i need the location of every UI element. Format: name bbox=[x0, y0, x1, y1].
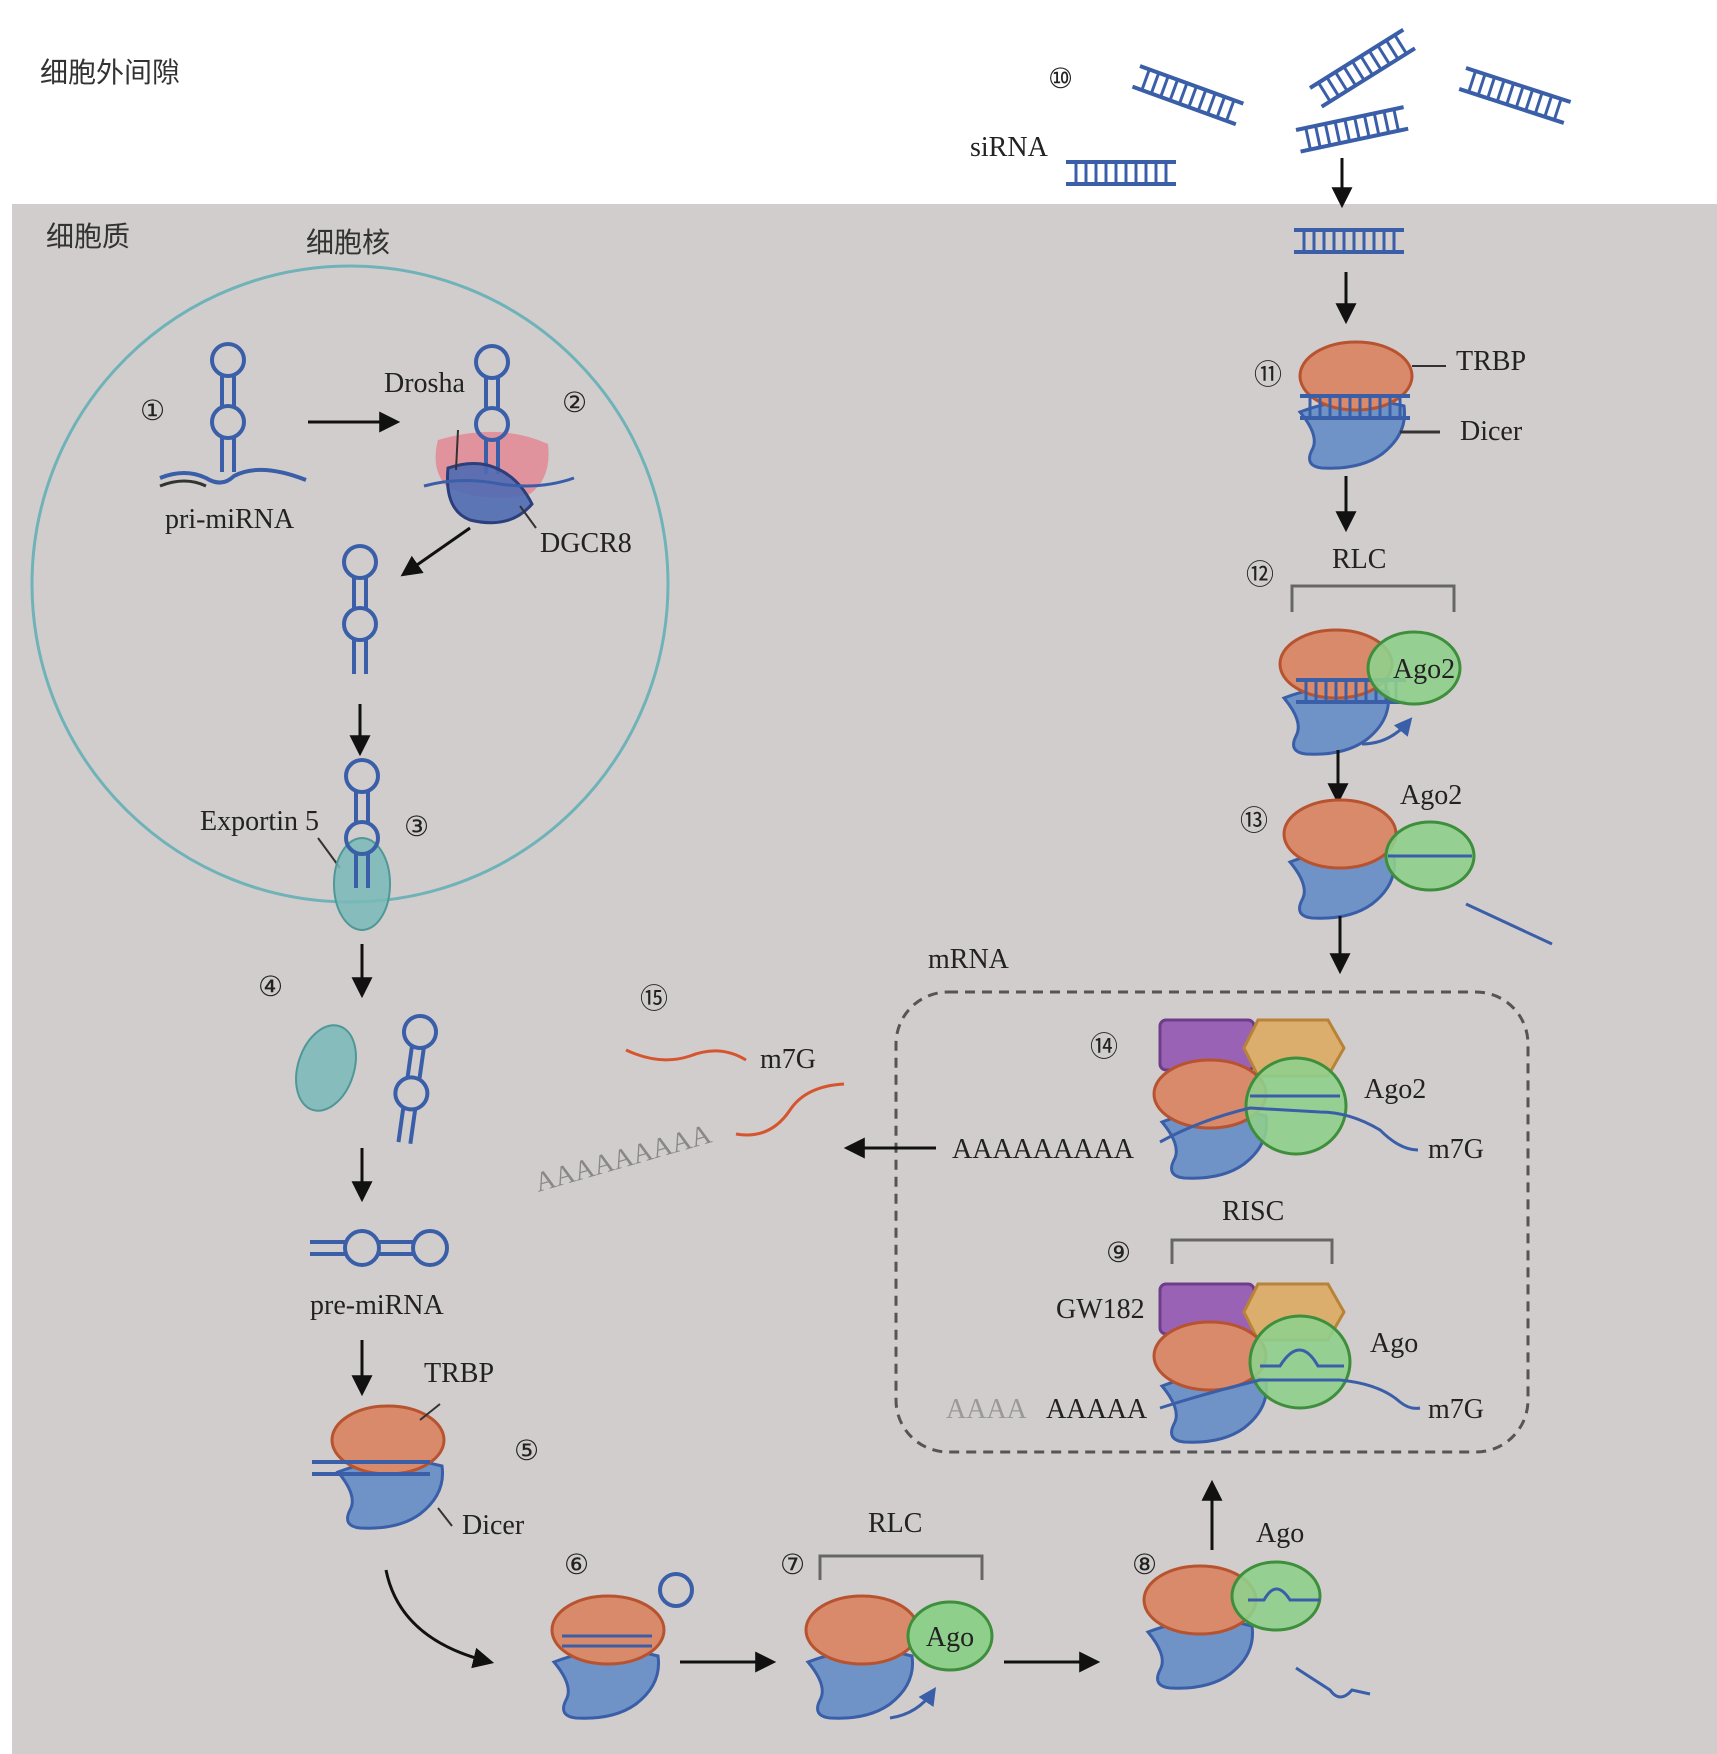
extracellular-label: 细胞外间隙 bbox=[40, 56, 180, 89]
mrna-fragment-3prime bbox=[735, 1082, 845, 1137]
mrna-fragment-5prime bbox=[625, 1048, 747, 1062]
sirna-duplex-1 bbox=[1130, 64, 1246, 127]
sirna-duplex-2 bbox=[1308, 27, 1417, 109]
cytoplasm-label: 细胞质 bbox=[46, 220, 130, 253]
mrna-box bbox=[894, 990, 1530, 1454]
loop-fragment bbox=[658, 1572, 694, 1608]
ago-9 bbox=[1248, 1314, 1352, 1410]
exportin5-label: Exportin 5 bbox=[200, 806, 319, 837]
ago2-label-13: Ago2 bbox=[1400, 780, 1462, 811]
mrna-label: mRNA bbox=[928, 944, 1010, 975]
trbp-label-5: TRBP bbox=[424, 1358, 494, 1389]
pre-mirna-label: pre-miRNA bbox=[310, 1290, 445, 1321]
ago-label-9: Ago bbox=[1370, 1328, 1418, 1359]
risc-label: RISC bbox=[1222, 1196, 1284, 1227]
ago-8 bbox=[1230, 1560, 1322, 1632]
gw182-label: GW182 bbox=[1056, 1294, 1145, 1325]
step-12-marker: ⑫ bbox=[1246, 559, 1274, 591]
arrow-5-6 bbox=[384, 1569, 495, 1669]
step-15-marker: ⑮ bbox=[640, 983, 668, 1015]
rlc-bracket-7 bbox=[818, 1554, 984, 1580]
step-6-marker: ⑥ bbox=[564, 1550, 589, 1581]
pri-mirna-strand bbox=[159, 467, 307, 485]
step-1-marker: ① bbox=[140, 396, 165, 427]
ago2-label-14: Ago2 bbox=[1364, 1074, 1426, 1105]
trbp-13 bbox=[1282, 798, 1398, 870]
step-3-marker: ③ bbox=[404, 812, 429, 843]
step-5-marker: ⑤ bbox=[514, 1436, 539, 1467]
ago-7 bbox=[906, 1600, 994, 1672]
rlc-label-7: RLC bbox=[868, 1508, 922, 1539]
polya-9: AAAAA bbox=[1046, 1394, 1148, 1425]
risc-bracket bbox=[1170, 1238, 1334, 1264]
step-11-marker: ⑪ bbox=[1254, 359, 1282, 391]
pre-mirna-structure bbox=[310, 1229, 449, 1267]
sirna-duplex-3 bbox=[1457, 66, 1573, 125]
dgcr8-label: DGCR8 bbox=[540, 528, 632, 559]
m7g-label-15: m7G bbox=[760, 1044, 816, 1075]
step-7-marker: ⑦ bbox=[780, 1550, 805, 1581]
dicer-label-11: Dicer bbox=[1460, 416, 1523, 447]
ejected-passenger-strand bbox=[1465, 902, 1553, 946]
ago2-label-12: Ago2 bbox=[1393, 654, 1455, 685]
ago2-12 bbox=[1366, 630, 1462, 706]
sirna-label: siRNA bbox=[970, 132, 1049, 163]
sirna-duplex-4 bbox=[1294, 105, 1411, 154]
trbp-6 bbox=[550, 1594, 666, 1666]
step-8-marker: ⑧ bbox=[1132, 1550, 1157, 1581]
dgcr8-protein bbox=[445, 462, 534, 525]
dicer-label-5: Dicer bbox=[462, 1510, 525, 1541]
polya-14: AAAAAAAAA bbox=[952, 1134, 1135, 1165]
trbp-7 bbox=[804, 1594, 920, 1666]
ago2-14 bbox=[1244, 1056, 1348, 1156]
trbp-label-11: TRBP bbox=[1456, 346, 1526, 377]
m7g-label-9: m7G bbox=[1428, 1394, 1484, 1425]
polya-faded-9: AAAA bbox=[946, 1394, 1028, 1425]
step-4-marker: ④ bbox=[258, 972, 283, 1003]
released-exportin5 bbox=[295, 1024, 357, 1112]
sirna-duplex-5 bbox=[1064, 160, 1178, 186]
m7g-label-14: m7G bbox=[1428, 1134, 1484, 1165]
step-14-marker: ⑭ bbox=[1090, 1031, 1118, 1063]
step-2-marker: ② bbox=[562, 388, 587, 419]
cytoplasm-region bbox=[12, 204, 1717, 1754]
step-13-marker: ⑬ bbox=[1240, 805, 1268, 837]
exportin5-protein bbox=[333, 837, 391, 931]
trbp-11 bbox=[1298, 340, 1414, 412]
ago-label-7: Ago bbox=[926, 1622, 974, 1653]
ago-label-8: Ago bbox=[1256, 1518, 1304, 1549]
step-9-marker: ⑨ bbox=[1106, 1238, 1131, 1269]
step-10-marker: ⑩ bbox=[1048, 64, 1073, 95]
rlc-bracket-12 bbox=[1290, 584, 1456, 612]
pri-mirna-label: pri-miRNA bbox=[165, 504, 295, 535]
nucleus-label: 细胞核 bbox=[306, 226, 390, 259]
arrow-2-out bbox=[400, 526, 471, 577]
rlc-label-12: RLC bbox=[1332, 544, 1386, 575]
drosha-label: Drosha bbox=[384, 368, 465, 399]
